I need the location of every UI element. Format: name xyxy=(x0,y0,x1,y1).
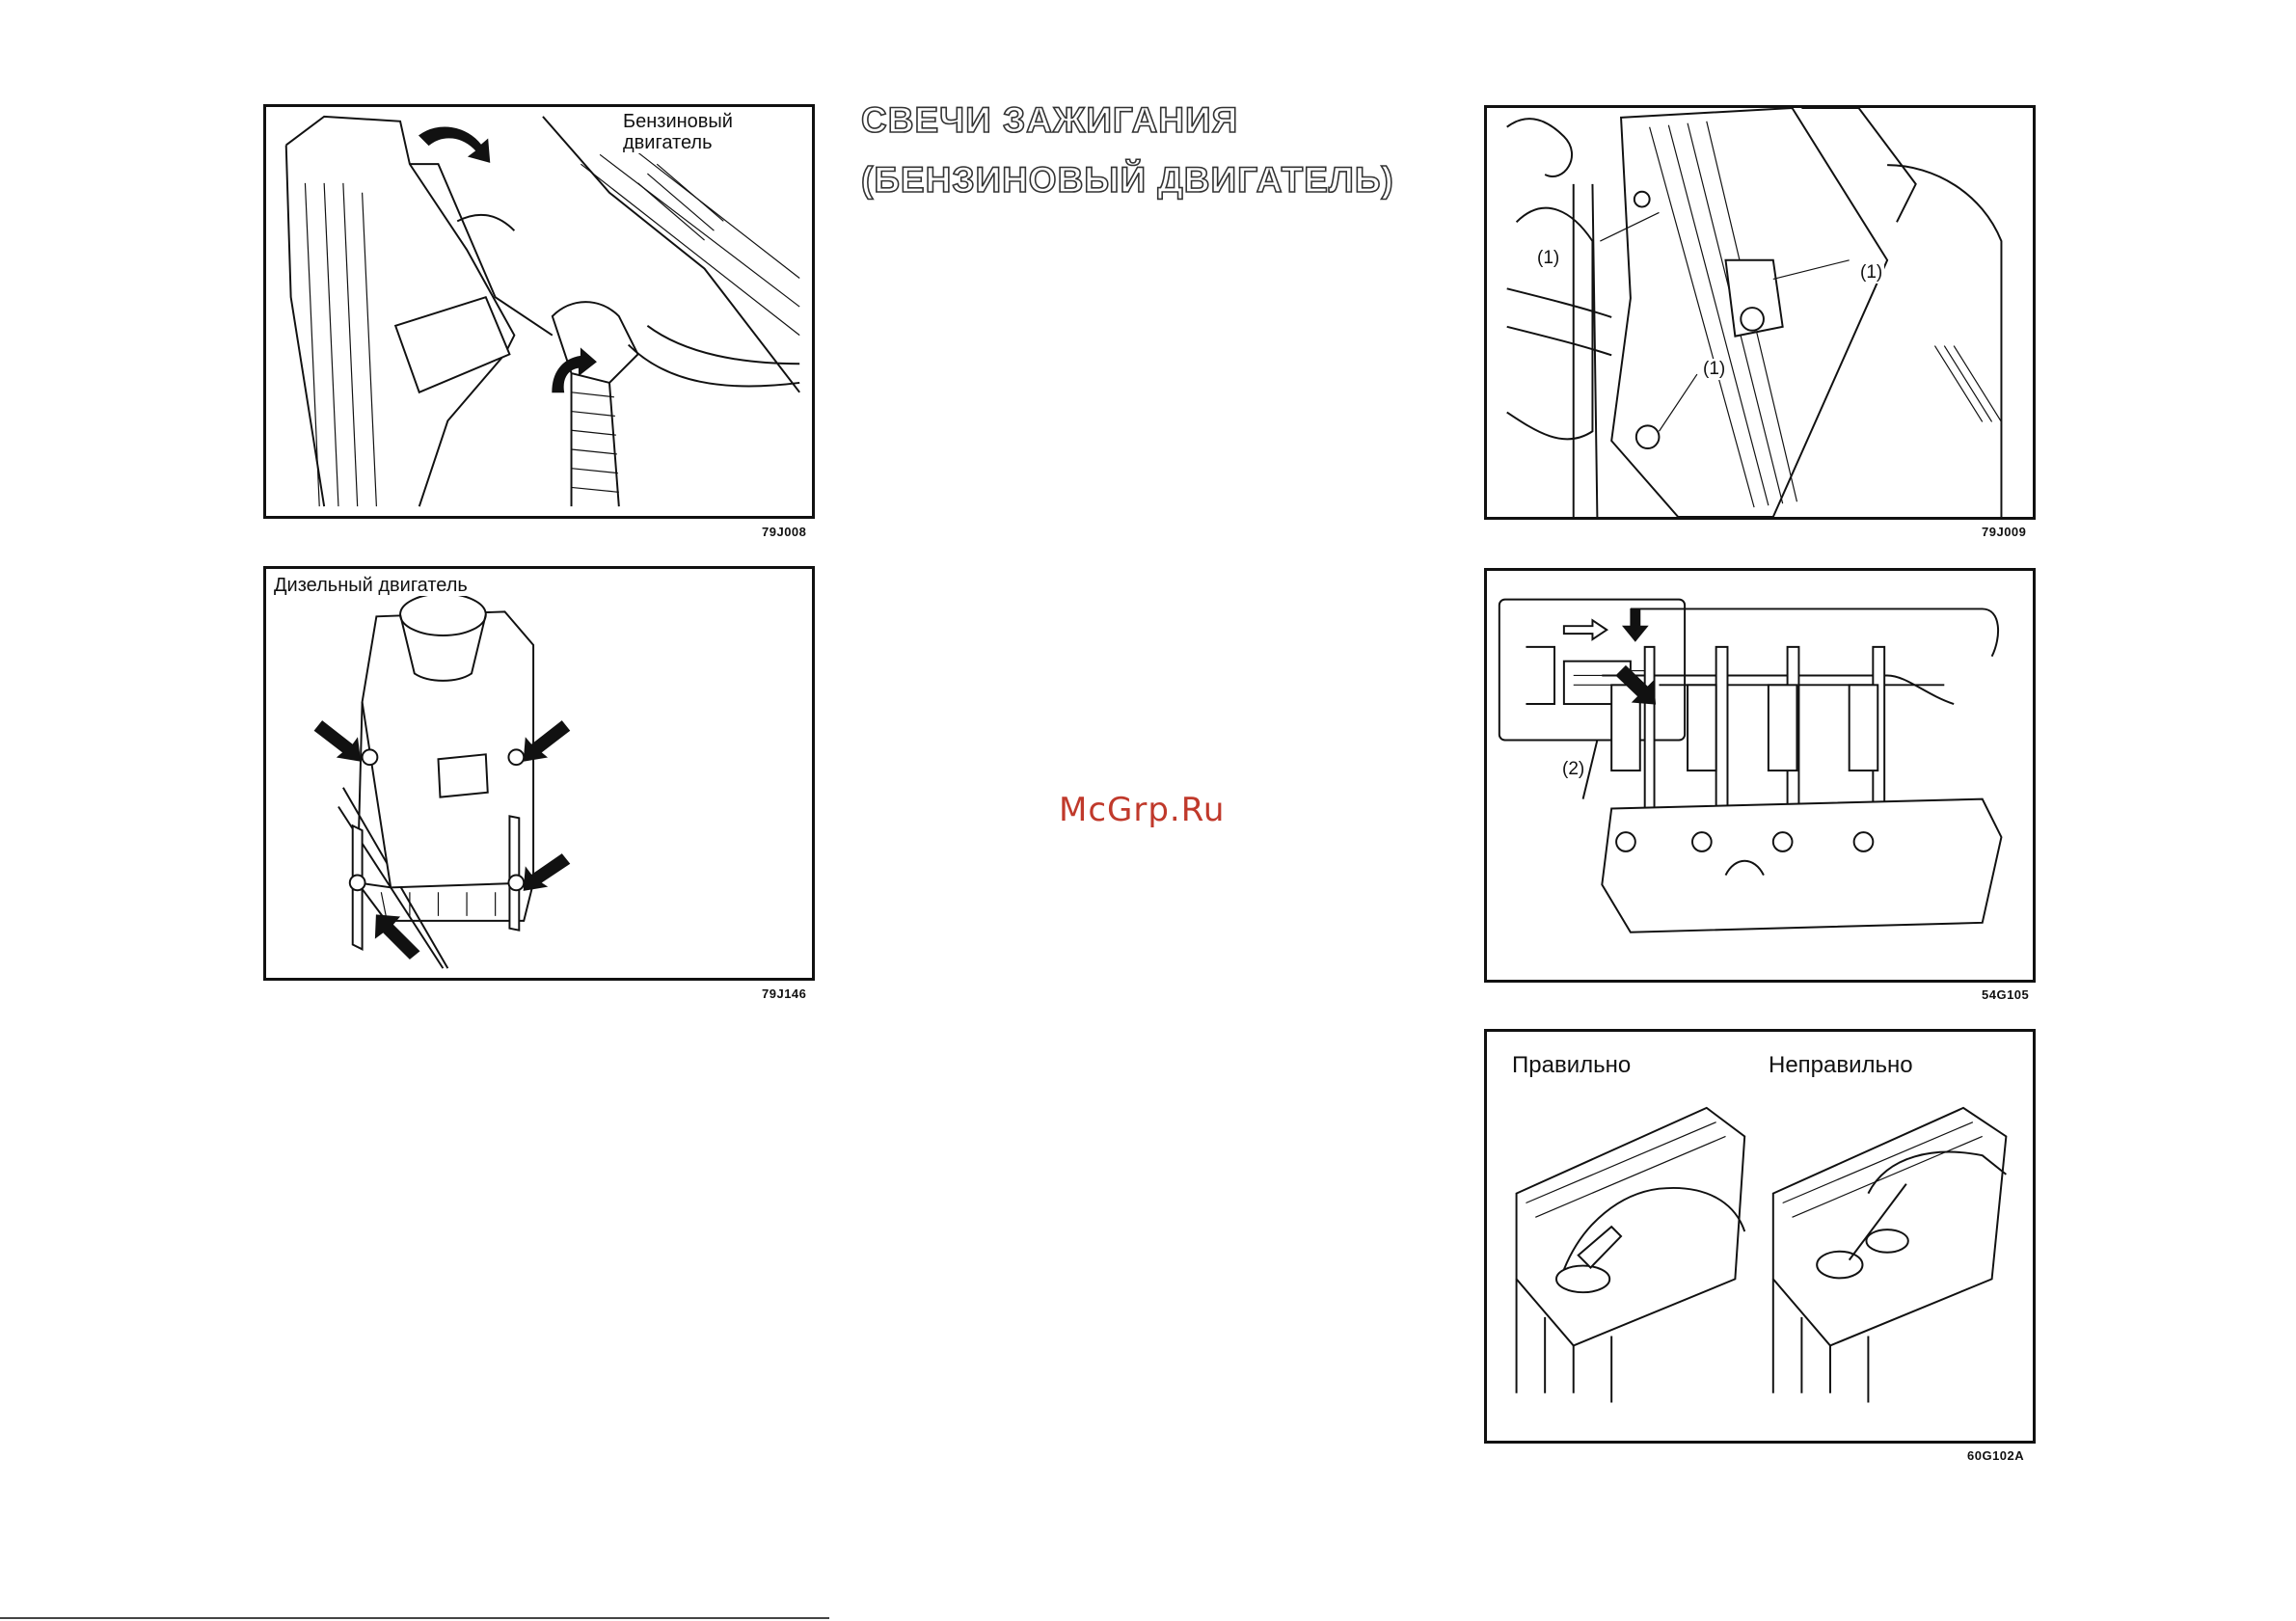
correct-incorrect-illustration xyxy=(1487,1032,2033,1441)
diesel-air-cleaner-illustration xyxy=(266,569,812,978)
heading-line-2: (БЕНЗИНОВЫЙ ДВИГАТЕЛЬ) xyxy=(861,150,1394,210)
figure-code-60g102a: 60G102A xyxy=(1967,1448,2024,1463)
label-incorrect: Неправильно xyxy=(1769,1055,1913,1076)
figure-code-79j146: 79J146 xyxy=(762,986,806,1001)
figure-diesel-air-cleaner: Дизельный двигатель xyxy=(263,566,815,981)
figure-code-79j008: 79J008 xyxy=(762,525,806,539)
section-heading: СВЕЧИ ЗАЖИГАНИЯ (БЕНЗИНОВЫЙ ДВИГАТЕЛЬ) xyxy=(861,91,1394,210)
callout-1c: (1) xyxy=(1701,359,1727,380)
caption-petrol-engine: Бензиновый двигатель xyxy=(623,111,733,153)
page-bottom-rule xyxy=(0,1617,829,1619)
figure-correct-incorrect: Правильно Неправильно xyxy=(1484,1029,2036,1444)
figure-coil-cover-bolts: (1) (1) (1) xyxy=(1484,105,2036,520)
figure-code-79j009: 79J009 xyxy=(1982,525,2026,539)
figure-ignition-leads: (2) xyxy=(1484,568,2036,983)
callout-1b: (1) xyxy=(1858,262,1884,284)
caption-diesel-engine: Дизельный двигатель xyxy=(274,575,468,596)
label-correct: Правильно xyxy=(1512,1055,1631,1076)
figure-code-54g105: 54G105 xyxy=(1982,987,2029,1002)
figure-petrol-air-cleaner: Бензиновый двигатель xyxy=(263,104,815,519)
heading-line-1: СВЕЧИ ЗАЖИГАНИЯ xyxy=(861,91,1394,150)
callout-1a: (1) xyxy=(1535,248,1561,269)
coil-cover-illustration xyxy=(1487,108,2033,517)
watermark: McGrp.Ru xyxy=(1059,791,1225,829)
callout-2: (2) xyxy=(1560,759,1586,780)
petrol-air-cleaner-illustration xyxy=(266,107,812,516)
